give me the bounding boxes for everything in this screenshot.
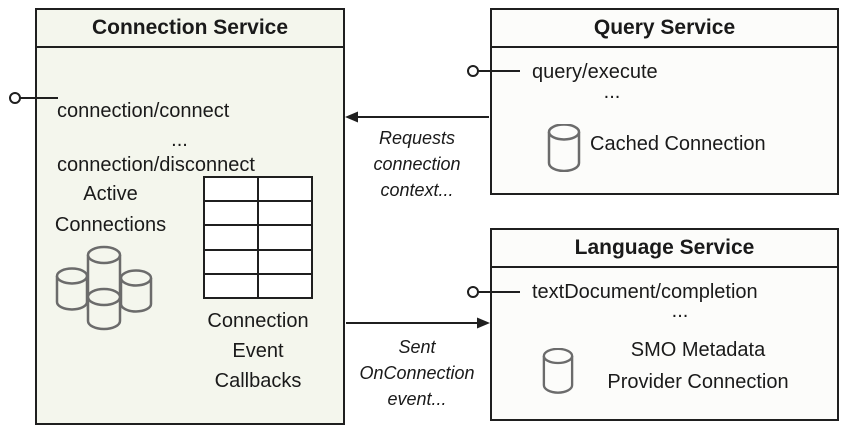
cached-connection-label: Cached Connection [590, 133, 766, 155]
callbacks-table-cell [205, 250, 257, 273]
callbacks-table-cell [205, 202, 257, 225]
language-service-title: Language Service [574, 236, 755, 259]
sent-onconnection-arrowhead [477, 317, 490, 329]
provided-interface-circle [9, 92, 21, 104]
method-query-execute: query/execute [532, 61, 658, 83]
methods-ellipsis: ... [603, 81, 621, 103]
provided-interface-circle [467, 65, 479, 77]
methods-ellipsis: ... [671, 300, 689, 322]
method-connection-disconnect: connection/disconnect [57, 154, 255, 176]
active-connections-label: Active Connections [54, 183, 167, 236]
callbacks-table-cell [205, 226, 257, 249]
callbacks-table-cell [259, 250, 311, 273]
callbacks-table-cell [259, 178, 311, 201]
language-service-header: Language Service [492, 230, 837, 268]
callbacks-table [203, 176, 313, 299]
provided-interface-circle [467, 286, 479, 298]
database-cluster-icon [55, 245, 153, 331]
callbacks-table-cell [259, 202, 311, 225]
connection-service-header: Connection Service [37, 10, 343, 48]
requests-connection-context-label: Requests connection context... [373, 128, 461, 200]
cluster-cylinder-left [55, 276, 89, 311]
callbacks-table-cell [205, 274, 257, 297]
requests-connection-arrowhead [345, 111, 358, 123]
database-icon [547, 124, 581, 172]
callbacks-label: Connection Event Callbacks [207, 310, 309, 392]
query-service-title: Query Service [593, 16, 736, 39]
query-service-header: Query Service [492, 10, 837, 48]
query-service-box: Query Service query/execute ... Cached C… [490, 8, 839, 195]
callbacks-table-cell [259, 274, 311, 297]
callbacks-table-cell [205, 178, 257, 201]
methods-ellipsis: ... [171, 129, 188, 151]
method-connection-connect: connection/connect [57, 100, 230, 122]
connection-service-box: Connection Service connection/connect co… [35, 8, 345, 425]
sent-onconnection-event-label: Sent OnConnection event... [359, 337, 475, 409]
connection-service-title: Connection Service [91, 16, 289, 39]
method-textdocument-completion: textDocument/completion [532, 281, 758, 303]
cluster-cylinder-right [119, 278, 153, 313]
connection-service-methods: connection/connect connection/disconnect [57, 71, 255, 206]
language-service-box: Language Service textDocument/completion… [490, 228, 839, 421]
smo-metadata-connection-label: SMO Metadata Provider Connection [607, 339, 789, 393]
callbacks-table-cell [259, 226, 311, 249]
database-icon [542, 348, 574, 394]
